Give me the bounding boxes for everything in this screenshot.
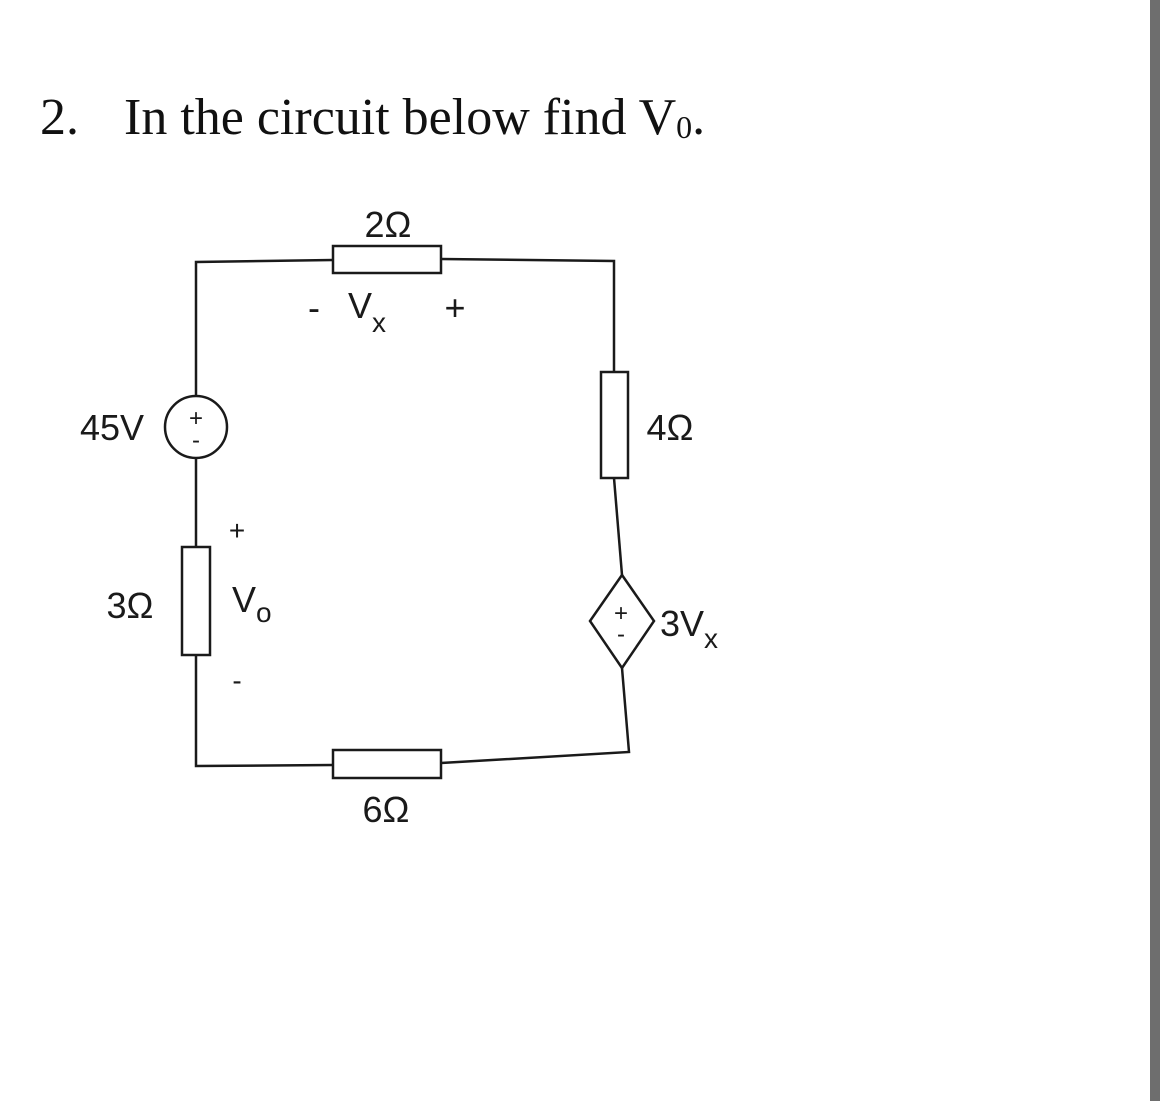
- dep-source-label: 3Vx: [660, 603, 718, 654]
- label-3ohm: 3Ω: [107, 585, 154, 626]
- vx-plus-sign: +: [444, 287, 465, 328]
- label-2ohm: 2Ω: [365, 204, 412, 245]
- resistor-4ohm: [599, 370, 630, 480]
- vx-label: Vx: [348, 285, 386, 338]
- vx-minus-sign: -: [308, 287, 320, 328]
- vo-label: Vo: [232, 579, 272, 628]
- label-4ohm: 4Ω: [647, 407, 694, 448]
- wire-right-upper: [612, 477, 624, 576]
- page-edge-bar: [1150, 0, 1160, 1101]
- dep-minus-sign: -: [617, 621, 625, 648]
- wire-top-left: [194, 258, 334, 395]
- dependent-source-symbol: [588, 572, 656, 671]
- dep-plus-sign: +: [614, 600, 628, 627]
- vo-minus-sign: -: [232, 665, 241, 696]
- source-minus-sign: -: [192, 427, 200, 454]
- vx-letter: V: [348, 285, 372, 326]
- wire-right-lower: [440, 667, 631, 765]
- voltage-source-symbol: [163, 394, 229, 460]
- resistor-3ohm: [180, 545, 212, 657]
- wire-top-right: [440, 257, 616, 372]
- vx-subscript: x: [372, 307, 386, 338]
- source-plus-sign: +: [189, 405, 203, 432]
- label-6ohm: 6Ω: [363, 789, 410, 830]
- question-text: In the circuit below find V: [124, 89, 677, 146]
- wire-bottom-left: [194, 655, 334, 768]
- question-number: 2.: [40, 89, 79, 146]
- vo-letter: V: [232, 579, 256, 620]
- dep-subscript: x: [704, 623, 718, 654]
- vo-plus-sign: +: [229, 515, 245, 546]
- dep-coefficient: 3V: [660, 603, 704, 644]
- vo-subscript: o: [256, 597, 272, 628]
- label-45v: 45V: [80, 407, 144, 448]
- question-title: 2. In the circuit below find V0.: [40, 88, 705, 147]
- resistor-2ohm: [331, 244, 443, 275]
- question-end: .: [692, 89, 706, 146]
- resistor-6ohm: [331, 748, 443, 780]
- question-subscript: 0: [676, 109, 693, 145]
- circuit-wires: [194, 257, 631, 768]
